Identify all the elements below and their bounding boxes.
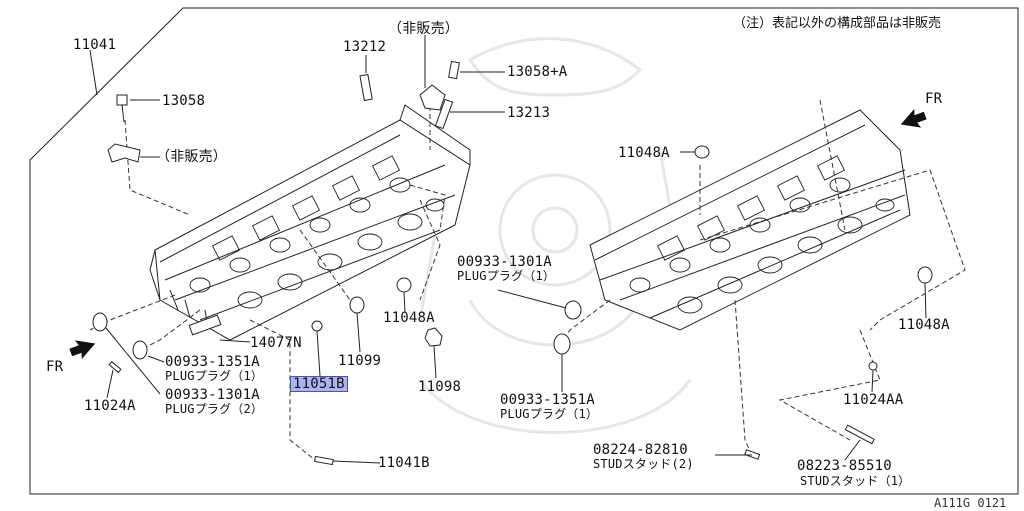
note-text: （注）表記以外の構成部品は非販売 bbox=[733, 16, 942, 31]
callout-11048A-top[interactable]: 11048A bbox=[618, 145, 670, 161]
gasket-14077N bbox=[188, 314, 222, 336]
cap-11048A-mid bbox=[396, 277, 412, 293]
callout-08224-82810[interactable]: 08224-82810 bbox=[593, 442, 688, 458]
stud-08223 bbox=[844, 424, 875, 445]
plug-left1 bbox=[132, 340, 148, 360]
callout-11041[interactable]: 11041 bbox=[73, 37, 117, 53]
bracket-top bbox=[419, 84, 446, 111]
cap-11048A-top bbox=[694, 145, 710, 159]
callout-stud-08223: STUDスタッド（1） bbox=[800, 474, 911, 488]
plug-left2 bbox=[92, 312, 108, 332]
callout-plug-center: PLUGプラグ（1） bbox=[500, 407, 599, 421]
callout-00933-1351A-center[interactable]: 00933-1351A bbox=[500, 392, 595, 408]
cylinder-head-left bbox=[149, 104, 471, 341]
callout-08223-85510[interactable]: 08223-85510 bbox=[797, 458, 892, 474]
callout-11051B[interactable]: 11051B bbox=[290, 376, 348, 392]
diagram-frame bbox=[29, 7, 1019, 495]
callout-13058A[interactable]: 13058+A bbox=[507, 64, 568, 80]
small-parts bbox=[92, 60, 933, 466]
callout-hibaibai-left: （非販売） bbox=[156, 149, 227, 165]
fr-label-left: FR bbox=[46, 359, 64, 375]
cylinder-head-right bbox=[589, 109, 911, 331]
callout-plug-left1: PLUGプラグ（1） bbox=[165, 369, 264, 383]
dowel-13213 bbox=[434, 98, 454, 130]
callout-stud-08224: STUDスタッド(2) bbox=[593, 457, 694, 471]
callout-13213[interactable]: 13213 bbox=[507, 105, 551, 121]
callout-11041B[interactable]: 11041B bbox=[378, 455, 430, 471]
callout-11048A-mid[interactable]: 11048A bbox=[383, 310, 435, 326]
seal-11099 bbox=[349, 296, 365, 314]
callout-hibaibai-top: （非販売） bbox=[388, 21, 459, 37]
cap-11048A-right bbox=[917, 266, 933, 284]
callout-plug-mid: PLUGプラグ（1） bbox=[457, 269, 556, 283]
plug-center bbox=[553, 333, 571, 355]
callout-00933-1301A-mid[interactable]: 00933-1301A bbox=[457, 254, 552, 270]
gasket-11098 bbox=[424, 327, 443, 347]
leader-lines bbox=[89, 35, 927, 464]
dowel-11024AA bbox=[868, 361, 878, 371]
dowel-13212 bbox=[359, 73, 373, 102]
bracket-left bbox=[107, 143, 141, 163]
diagram-code: A111G 0121 bbox=[934, 496, 1007, 510]
callout-00933-1351A-left[interactable]: 00933-1351A bbox=[165, 354, 260, 370]
dashed-guides bbox=[89, 90, 966, 461]
callout-13212[interactable]: 13212 bbox=[343, 39, 387, 55]
callout-00933-1301A-left[interactable]: 00933-1301A bbox=[165, 387, 260, 403]
callout-plug-left2: PLUGプラグ（2） bbox=[165, 402, 264, 416]
callout-11099[interactable]: 11099 bbox=[338, 353, 382, 369]
fr-arrow-right-icon bbox=[900, 108, 927, 128]
plug-11051B bbox=[311, 320, 323, 332]
callout-13058[interactable]: 13058 bbox=[162, 93, 206, 109]
bolt-13058 bbox=[116, 94, 128, 106]
callout-11024A[interactable]: 11024A bbox=[84, 398, 136, 414]
stud-11024A bbox=[108, 360, 122, 374]
callout-11098[interactable]: 11098 bbox=[418, 379, 462, 395]
stud-11041B bbox=[314, 455, 334, 466]
callout-11024AA[interactable]: 11024AA bbox=[843, 392, 904, 408]
callout-14077N[interactable]: 14077N bbox=[250, 335, 302, 351]
plug-mid bbox=[564, 300, 582, 320]
callout-11048A-right[interactable]: 11048A bbox=[898, 317, 950, 333]
fr-arrow-left-icon bbox=[69, 340, 96, 360]
stud-08224 bbox=[744, 449, 761, 460]
sensor-13058A bbox=[448, 60, 460, 80]
fr-label-right: FR bbox=[925, 91, 943, 107]
